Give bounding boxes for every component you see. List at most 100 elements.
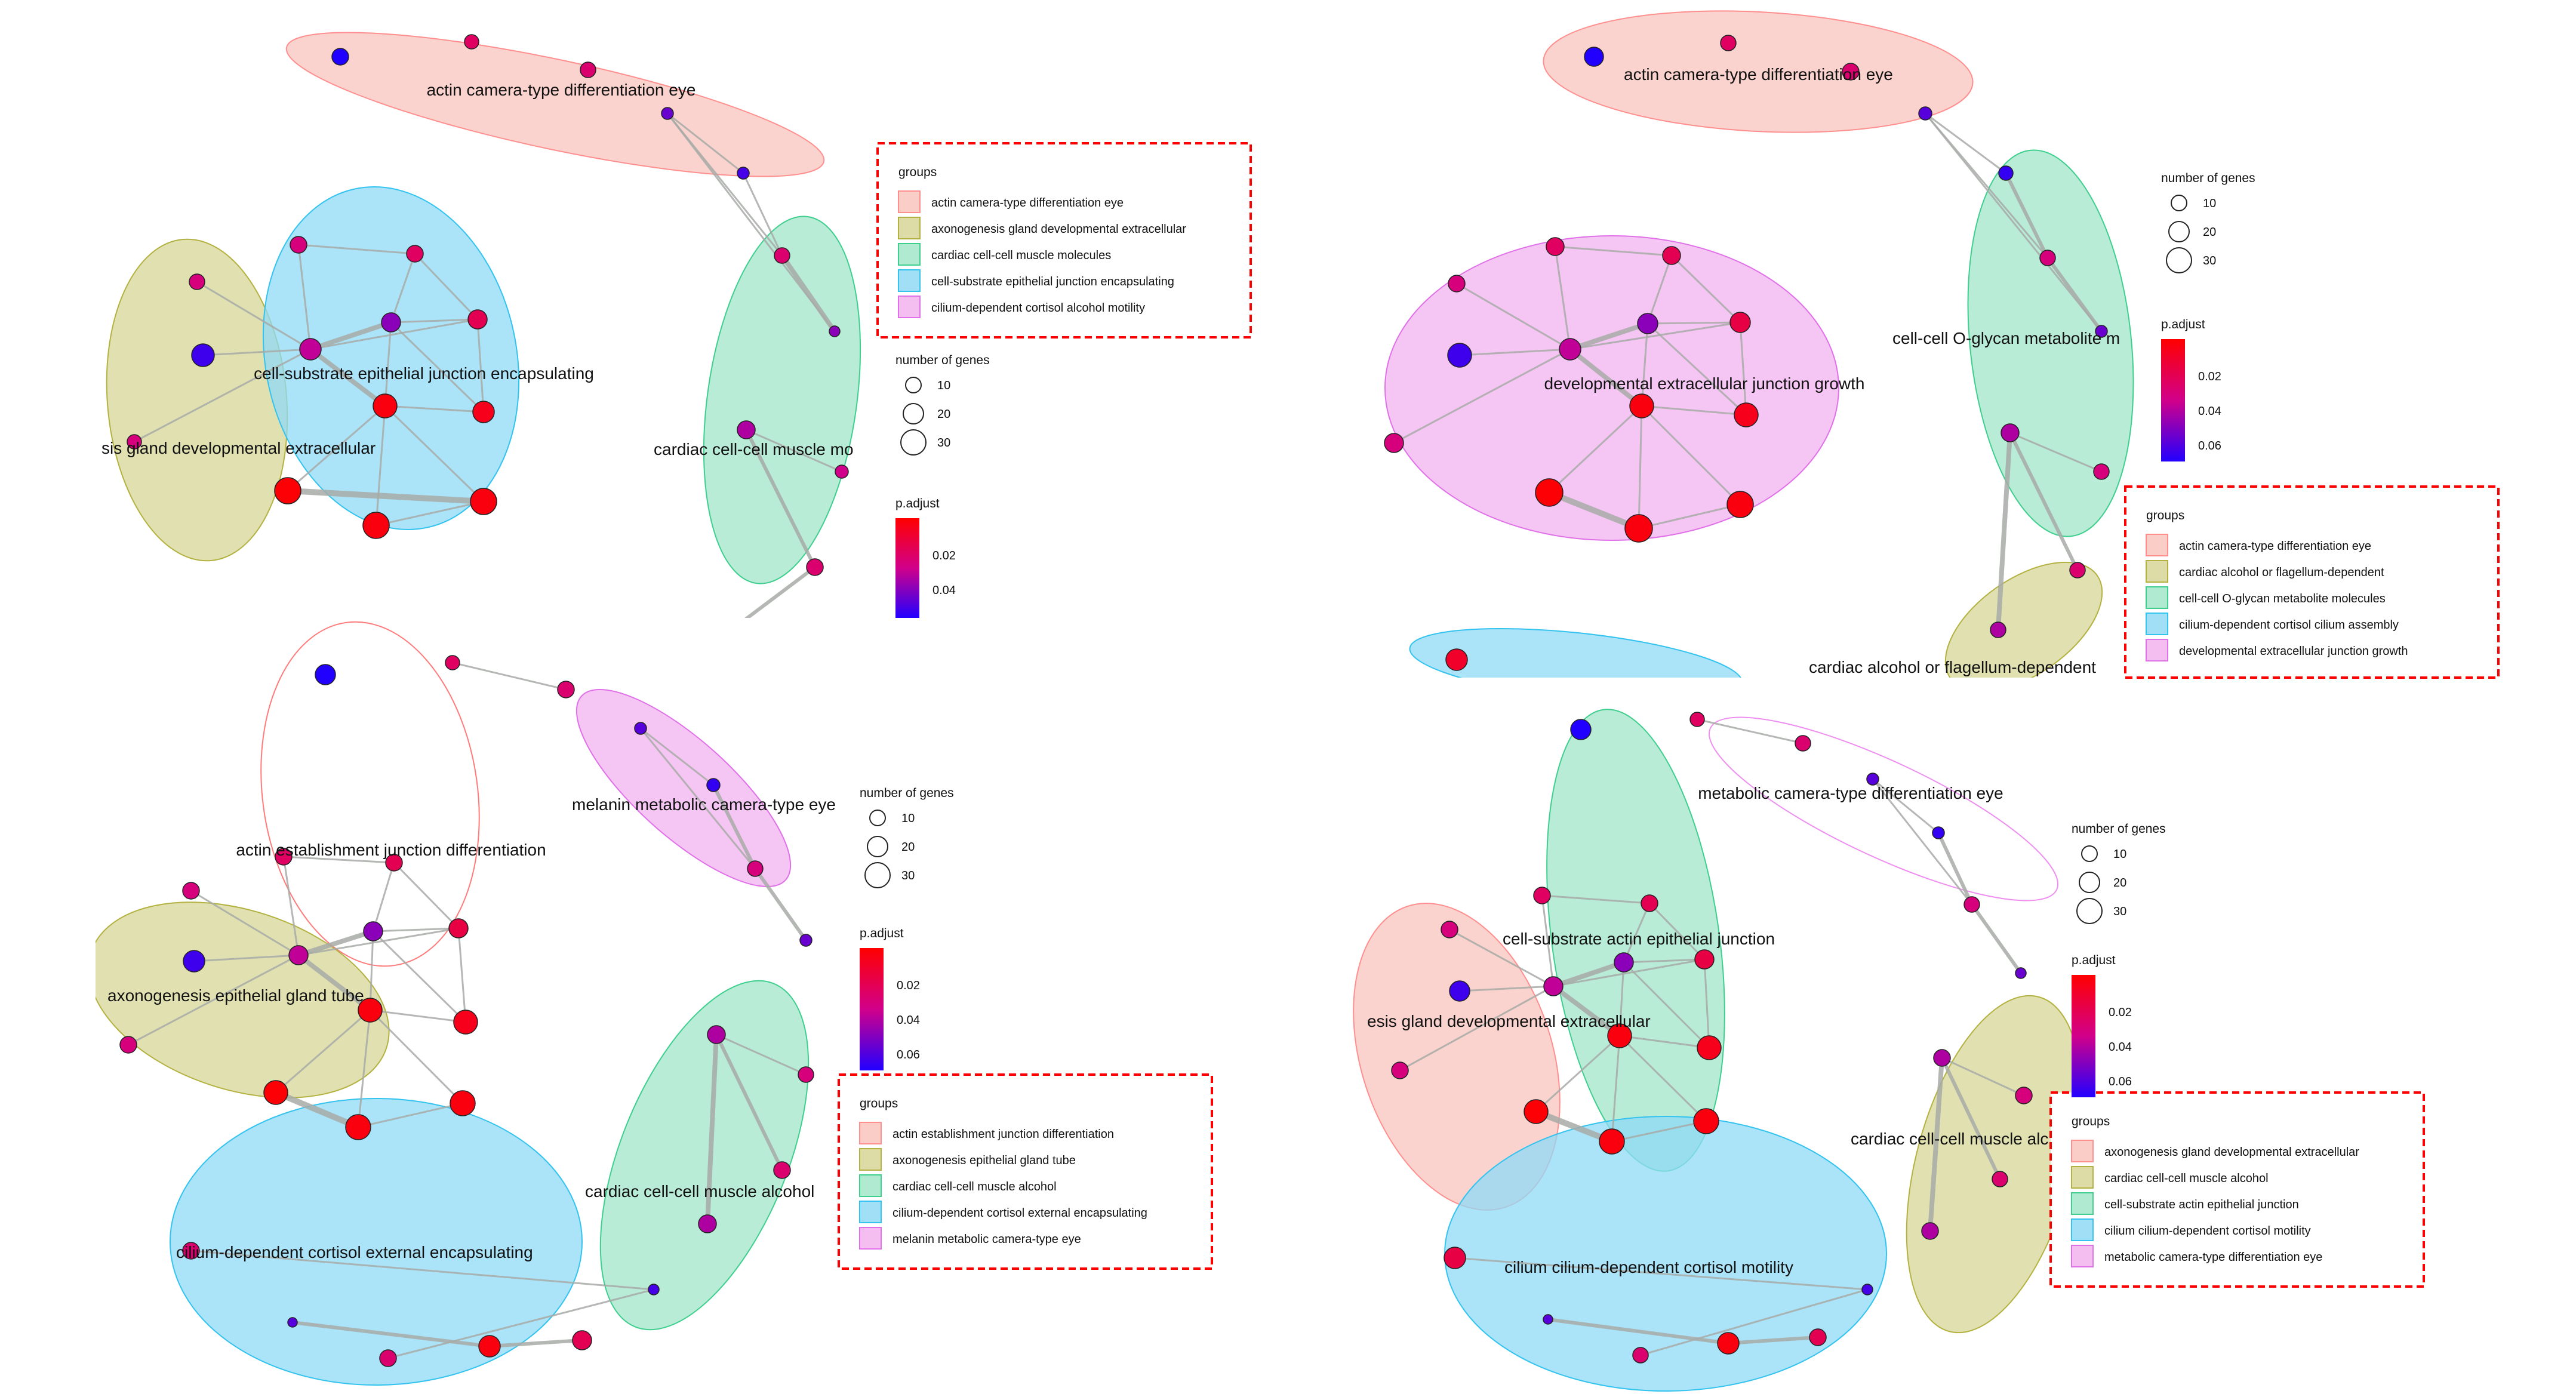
panel-a-node[interactable] (331, 48, 349, 66)
panel-b-node[interactable] (1990, 621, 2006, 638)
panel-a-node[interactable] (362, 512, 390, 539)
panel-d-node[interactable] (1861, 1284, 1873, 1295)
panel-a-node[interactable] (373, 393, 398, 418)
panel-a-node[interactable] (835, 464, 849, 479)
panel-c-node[interactable] (288, 945, 309, 965)
panel-a-node[interactable] (274, 477, 301, 504)
panel-d-node[interactable] (1933, 1049, 1951, 1067)
panel-c-node[interactable] (453, 1010, 478, 1035)
panel-d-node[interactable] (1533, 887, 1551, 904)
panel-b-node[interactable] (1998, 165, 2014, 181)
panel-c-node[interactable] (799, 934, 812, 947)
panel-b-node[interactable] (1546, 237, 1565, 256)
panel-c-node[interactable] (478, 1335, 501, 1358)
panel-b-node[interactable] (1734, 402, 1759, 427)
panel-b-node[interactable] (1637, 313, 1658, 334)
panel-c-node[interactable] (119, 1036, 137, 1054)
panel-b-node[interactable] (1624, 514, 1653, 543)
panel-a-node[interactable] (299, 338, 322, 361)
panel-d-node[interactable] (1570, 719, 1592, 740)
panel-b-node[interactable] (2069, 562, 2086, 578)
panel-c-node[interactable] (798, 1066, 814, 1083)
panel-a-node[interactable] (290, 236, 307, 254)
panel-b-node[interactable] (1535, 478, 1564, 507)
panel-d-node[interactable] (1614, 952, 1634, 973)
panel-b-node[interactable] (1662, 246, 1681, 265)
panel-c-node[interactable] (263, 1080, 288, 1105)
panel-b-node[interactable] (1447, 343, 1472, 368)
panel-c-node[interactable] (275, 848, 293, 866)
panel-a-node[interactable] (661, 107, 674, 120)
panel-b-node[interactable] (2001, 423, 2020, 442)
panel-a-node[interactable] (580, 61, 596, 78)
panel-d-node[interactable] (1697, 1035, 1722, 1060)
panel-b-node[interactable] (1448, 275, 1466, 293)
panel-d-node[interactable] (1543, 1314, 1553, 1325)
panel-b-node[interactable] (2093, 463, 2110, 480)
panel-a-node[interactable] (191, 343, 215, 367)
panel-c-node[interactable] (572, 1330, 592, 1350)
panel-d-node[interactable] (1524, 1099, 1549, 1124)
panel-c-node[interactable] (706, 778, 721, 792)
panel-c-node[interactable] (450, 1090, 476, 1116)
panel-a-node[interactable] (189, 273, 205, 290)
panel-c-node[interactable] (448, 918, 469, 938)
panel-c-node[interactable] (698, 1214, 717, 1233)
panel-c-node[interactable] (707, 1025, 726, 1044)
panel-c-node[interactable] (557, 681, 575, 698)
panel-c-node[interactable] (747, 860, 764, 877)
panel-d-node[interactable] (1607, 1023, 1632, 1048)
panel-b-node[interactable] (2039, 250, 2056, 266)
panel-d-node[interactable] (1963, 896, 1980, 913)
panel-d-node[interactable] (1449, 980, 1470, 1002)
panel-b-node[interactable] (1842, 63, 1860, 81)
panel-b-node[interactable] (1918, 106, 1932, 121)
panel-a-node[interactable] (737, 167, 750, 180)
panel-d-node[interactable] (1641, 894, 1658, 912)
panel-c-node[interactable] (287, 1317, 298, 1328)
panel-d-node[interactable] (1866, 773, 1879, 786)
panel-d-node[interactable] (1932, 826, 1945, 839)
panel-d-node[interactable] (1689, 712, 1705, 727)
panel-c-node[interactable] (182, 882, 200, 900)
panel-c-node[interactable] (445, 655, 460, 670)
panel-d-node[interactable] (1809, 1328, 1827, 1346)
panel-d-node[interactable] (1694, 949, 1715, 970)
panel-d-node[interactable] (1391, 1061, 1409, 1079)
panel-a-node[interactable] (829, 325, 841, 337)
panel-d-node[interactable] (1693, 1108, 1719, 1134)
panel-d-node[interactable] (1599, 1128, 1625, 1155)
panel-b-node[interactable] (1726, 491, 1754, 518)
panel-a-node[interactable] (127, 434, 142, 450)
panel-d-node[interactable] (1444, 1247, 1466, 1269)
panel-d-node[interactable] (1441, 921, 1458, 938)
panel-a-node[interactable] (727, 618, 744, 635)
panel-a-node[interactable] (406, 245, 424, 263)
panel-a-node[interactable] (464, 34, 479, 50)
panel-c-node[interactable] (634, 722, 647, 735)
panel-b-node[interactable] (1720, 35, 1737, 51)
panel-b-node[interactable] (1584, 47, 1604, 67)
panel-c-node[interactable] (648, 1284, 660, 1295)
panel-a-node[interactable] (737, 420, 756, 439)
panel-a-node[interactable] (806, 558, 824, 576)
panel-c-node[interactable] (182, 1242, 200, 1260)
panel-d-node[interactable] (1921, 1222, 1939, 1240)
panel-d-node[interactable] (1717, 1332, 1740, 1355)
panel-b-node[interactable] (1445, 648, 1468, 671)
panel-a-node[interactable] (470, 488, 497, 515)
panel-a-node[interactable] (381, 312, 401, 333)
panel-c-node[interactable] (385, 854, 403, 872)
panel-b-node[interactable] (1384, 433, 1404, 453)
panel-c-node[interactable] (363, 921, 383, 941)
panel-a-node[interactable] (472, 401, 495, 423)
panel-c-node[interactable] (315, 664, 336, 685)
panel-d-node[interactable] (2015, 967, 2027, 979)
panel-b-node[interactable] (1729, 312, 1751, 333)
panel-d-node[interactable] (2015, 1087, 2033, 1104)
panel-d-node[interactable] (1795, 735, 1811, 752)
panel-c-node[interactable] (379, 1349, 397, 1367)
panel-d-node[interactable] (1992, 1171, 2008, 1187)
panel-a-node[interactable] (467, 309, 488, 330)
panel-d-node[interactable] (1632, 1347, 1649, 1364)
